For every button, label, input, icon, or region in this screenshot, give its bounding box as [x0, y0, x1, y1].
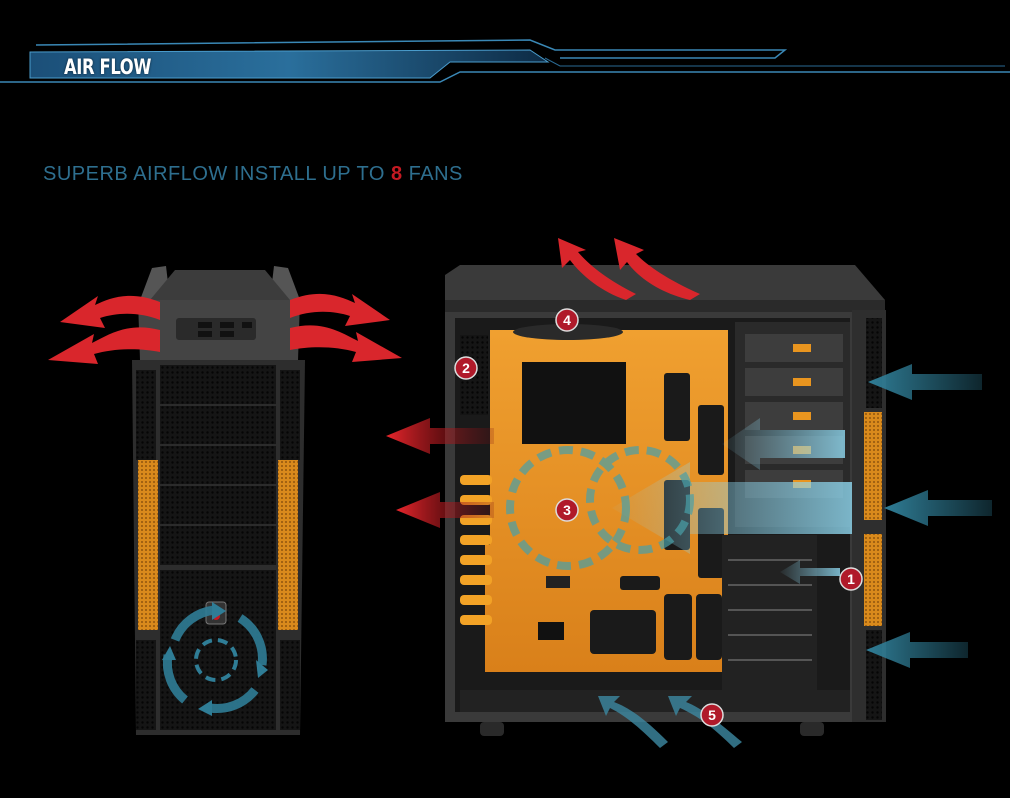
callout-2: 2: [454, 356, 478, 380]
section-title: AIR FLOW: [64, 55, 152, 79]
internal-intake-flow: [612, 418, 852, 584]
callout-5: 5: [700, 703, 724, 727]
rear-exhaust-arrows: [386, 418, 494, 528]
tagline-prefix: SUPERB AIRFLOW INSTALL UP TO: [43, 163, 391, 185]
callout-4: 4: [555, 308, 579, 332]
case-front-view: [132, 266, 305, 735]
tagline-fan-count: 8: [390, 163, 403, 185]
front-intake-arrows: [866, 364, 992, 668]
tagline-suffix: FANS: [402, 163, 463, 185]
callout-3: 3: [555, 498, 579, 522]
callout-3-label: 3: [563, 502, 571, 518]
callout-2-label: 2: [462, 360, 470, 376]
callout-1: 1: [839, 567, 863, 591]
front-top-exhaust-arrows: [48, 293, 402, 364]
callout-5-label: 5: [708, 707, 716, 723]
header-banner: [0, 39, 1010, 83]
callout-1-label: 1: [847, 571, 855, 587]
tagline: SUPERB AIRFLOW INSTALL UP TO 8 FANS: [43, 163, 463, 186]
callout-4-label: 4: [563, 312, 571, 328]
internal-circulation-arrows: [506, 446, 694, 570]
top-exhaust-arrows: [558, 238, 700, 300]
